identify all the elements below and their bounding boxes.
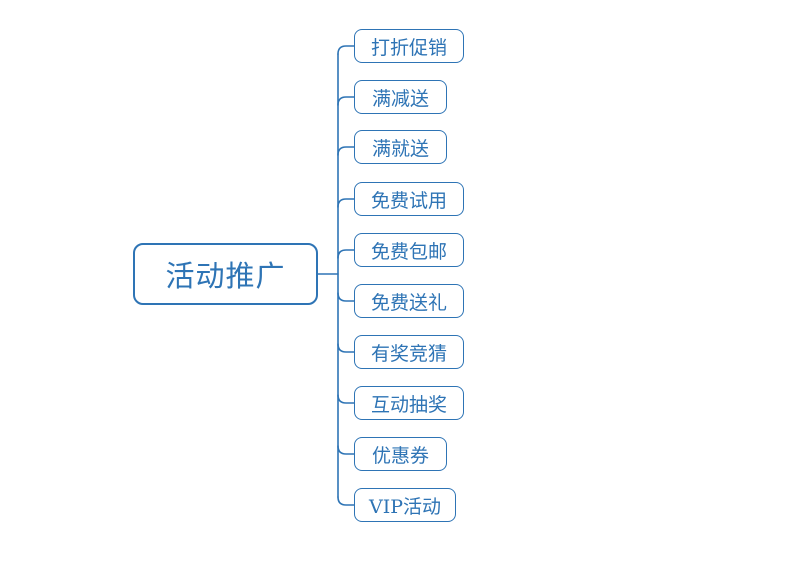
mindmap-node-youhuiquan[interactable]: 优惠券: [354, 437, 447, 471]
mindmap-node-baoyou[interactable]: 免费包邮: [354, 233, 464, 267]
connector-branch-6: [337, 292, 355, 302]
mindmap-node-choujiang[interactable]: 互动抽奖: [354, 386, 464, 420]
connector-branch-8: [337, 394, 355, 404]
mindmap-node-shiyong[interactable]: 免费试用: [354, 182, 464, 216]
connector-branch-10: [337, 496, 355, 506]
connector-branch-4: [337, 198, 355, 208]
connector-branch-2: [337, 96, 355, 106]
mindmap-root-node[interactable]: 活动推广: [133, 243, 318, 305]
mindmap-node-vip[interactable]: VIP活动: [354, 488, 456, 522]
connector-branch-7: [337, 343, 355, 353]
mindmap-node-dazhe[interactable]: 打折促销: [354, 29, 464, 63]
mindmap-node-manjian[interactable]: 满减送: [354, 80, 447, 114]
mindmap-node-songli[interactable]: 免费送礼: [354, 284, 464, 318]
mindmap-node-jingcai[interactable]: 有奖竞猜: [354, 335, 464, 369]
connector-branch-3: [337, 146, 355, 156]
connector-branch-5: [337, 249, 355, 259]
mindmap-node-manjiu[interactable]: 满就送: [354, 130, 447, 164]
connector-branch-1: [337, 45, 355, 55]
connector-branch-9: [337, 445, 355, 455]
